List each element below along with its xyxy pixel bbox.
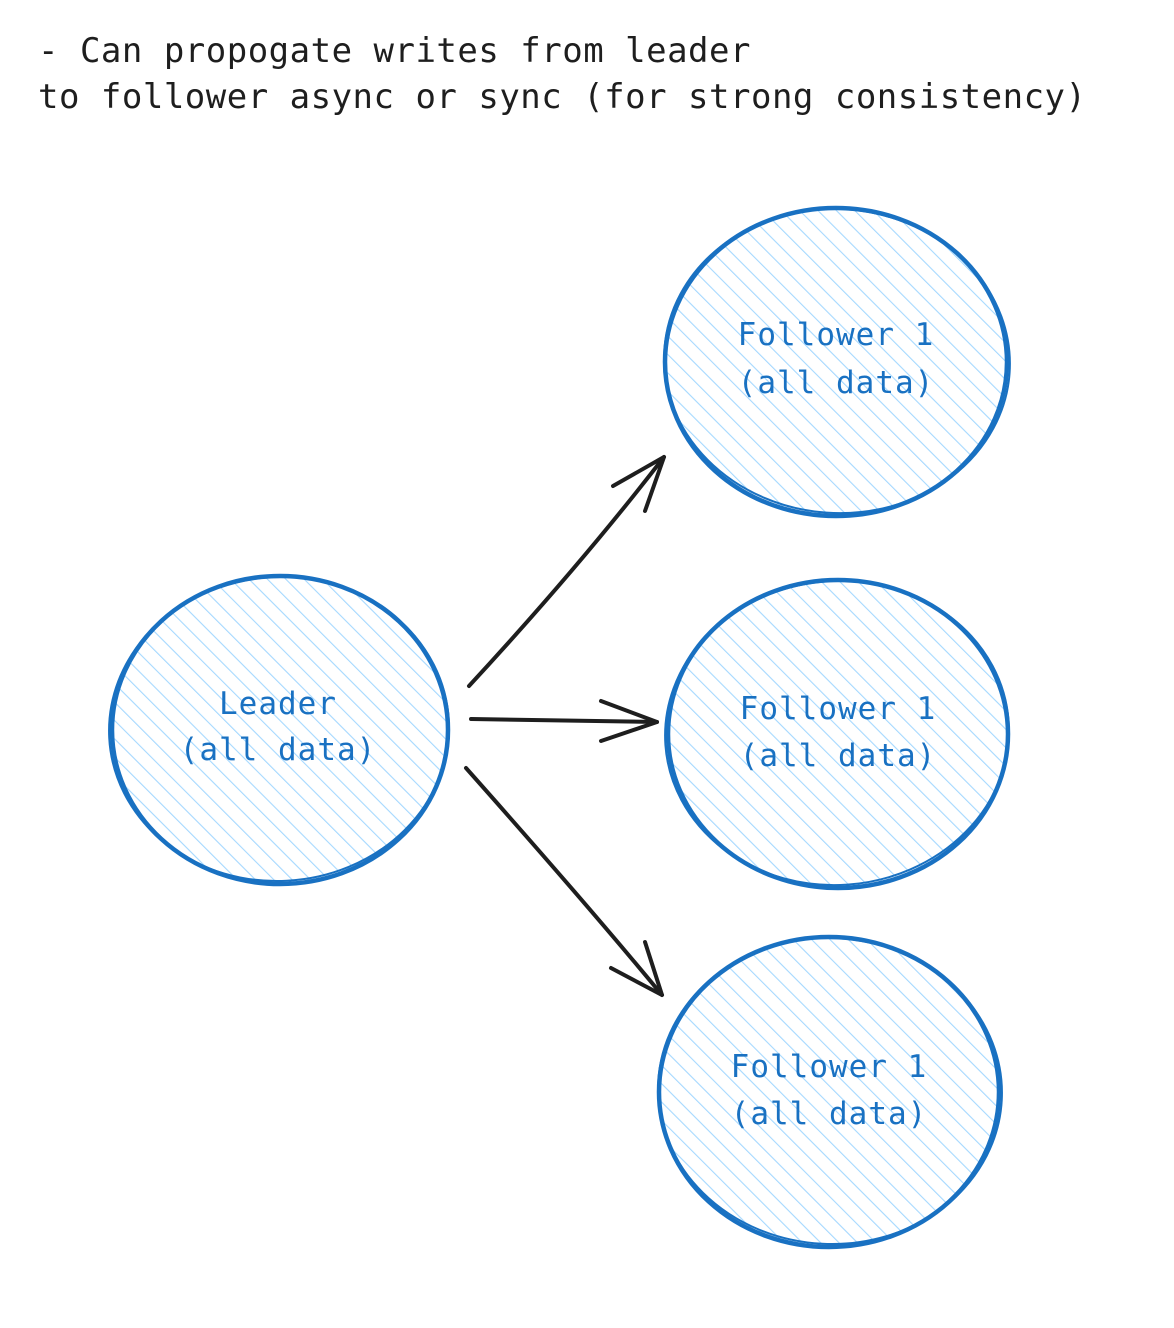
edge-leader-to-follower-bottom (464, 766, 664, 997)
node-label-line1: Follower 1 (738, 317, 935, 353)
note-line-2: to follower async or sync (for strong co… (38, 77, 1087, 117)
node-outline-sketch (108, 575, 450, 883)
arrowhead (599, 699, 659, 743)
arrowhead (609, 940, 664, 997)
node-label-line2: (all data) (731, 1096, 928, 1132)
arrow-shaft (467, 455, 666, 688)
node-label-line2: (all data) (180, 732, 377, 768)
arrowhead (611, 455, 666, 513)
node-outline-sketch (657, 936, 1003, 1246)
node-label-line1: Follower 1 (731, 1049, 928, 1085)
node-follower-top: Follower 1 (all data) (662, 205, 1011, 519)
note-line-1: - Can propogate writes from leader (38, 31, 751, 71)
arrow-shaft (469, 717, 659, 724)
note-text: - Can propogate writes from leader to fo… (38, 28, 1087, 120)
edge-leader-to-follower-middle (469, 699, 659, 743)
arrow-shaft (464, 766, 664, 997)
node-label-line2: (all data) (740, 738, 937, 774)
node-outline-sketch (663, 207, 1011, 515)
node-follower-bottom: Follower 1 (all data) (656, 934, 1003, 1250)
node-label-line2: (all data) (738, 365, 935, 401)
edge-leader-to-follower-top (467, 455, 666, 688)
node-label-line1: Follower 1 (740, 691, 937, 727)
node-label-line1: Leader (219, 686, 337, 722)
node-outline-sketch (664, 579, 1010, 887)
node-fill (668, 580, 1008, 888)
node-fill (659, 937, 999, 1247)
node-fill (665, 208, 1007, 516)
node-follower-middle: Follower 1 (all data) (664, 577, 1011, 891)
node-leader: Leader (all data) (108, 573, 451, 887)
node-fill (112, 576, 448, 884)
